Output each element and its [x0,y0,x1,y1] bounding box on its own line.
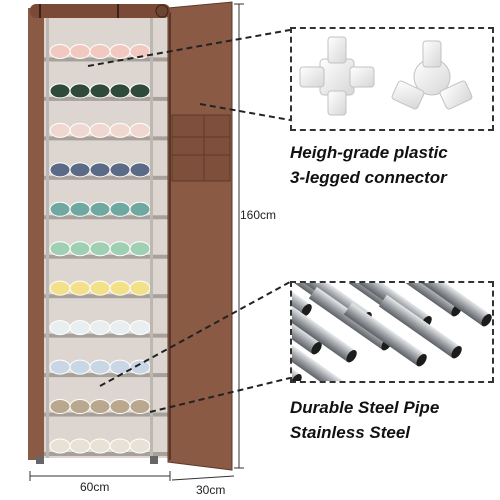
steel-pipe [292,283,312,317]
shoe [89,399,111,415]
rack-interior [28,8,170,460]
shoe [129,122,151,138]
shoe [129,359,151,375]
shoe [89,280,111,296]
shelf-bar [44,452,168,456]
steel-pipe-icon [292,283,492,381]
shoe [109,399,131,415]
shoe [129,399,151,415]
shoe [109,241,131,257]
shoe [89,241,111,257]
shoe [109,438,131,454]
shoe [49,280,71,296]
shoe [49,201,71,217]
shoe [129,241,151,257]
shoe [69,438,91,454]
width-dimension-label: 60cm [80,480,110,494]
shoe [109,320,131,336]
shoe [69,320,91,336]
shoe [89,43,111,59]
shoe [109,83,131,99]
shoe [89,359,111,375]
shoe [109,162,131,178]
rack-post [46,18,49,458]
pipe-caption-line2: Stainless Steel [290,423,411,442]
shoe [49,359,71,375]
pipe-caption-line1: Durable Steel Pipe [290,398,440,417]
shelf-bar [44,254,168,259]
shoe [69,83,91,99]
shoe [89,201,111,217]
steel-pipe [378,294,462,359]
shoe [49,83,71,99]
steel-pipe [292,298,357,363]
steel-pipe [292,322,302,381]
shelf-bar [44,175,168,180]
shoe [129,280,151,296]
shelf-bar [44,333,168,338]
steel-pipe [292,290,322,355]
depth-dimension-label: 30cm [196,483,226,497]
shelf-bar [44,215,168,220]
connector-inset [290,27,494,131]
connector-caption-line2: 3-legged connector [290,168,447,187]
shoe [109,201,131,217]
shoe [129,83,151,99]
shoe [129,438,151,454]
shoe [109,280,131,296]
shelf-bar [44,136,168,141]
shoe [69,201,91,217]
shoe [69,241,91,257]
shelf-bar [44,294,168,299]
shoe [49,162,71,178]
shoe [129,201,151,217]
shoe [129,320,151,336]
shelves [44,18,168,458]
shoe [49,438,71,454]
shelf-bar [44,412,168,417]
shoe [69,359,91,375]
shelf-bar [44,373,168,378]
shoe [49,241,71,257]
connector-caption: Heigh-grade plastic 3-legged connector [290,140,448,190]
steel-pipe [408,283,492,327]
steel-pipe [292,330,346,381]
height-dimension-label: 160cm [240,208,277,222]
shoe [89,320,111,336]
shoe [89,83,111,99]
shoe [89,438,111,454]
pipe-inset [290,281,494,383]
shelf-bar [44,57,168,62]
leader-lines [87,29,291,413]
shoe [109,122,131,138]
shoe [109,43,131,59]
side-cover [30,1,233,471]
shoe [89,122,111,138]
shoe [69,399,91,415]
shoe [69,162,91,178]
shoe [49,320,71,336]
shoe [129,162,151,178]
shoe [49,43,71,59]
pipe-caption: Durable Steel Pipe Stainless Steel [290,395,439,445]
steel-pipe [343,302,427,367]
shoe [49,399,71,415]
shoe [69,122,91,138]
shoe [69,280,91,296]
rack-post [150,18,153,458]
plastic-connector-icon [299,36,473,116]
shelf-bar [44,96,168,101]
shoe [49,122,71,138]
connector-caption-line1: Heigh-grade plastic [290,143,448,162]
shoe [69,43,91,59]
shoe [89,162,111,178]
